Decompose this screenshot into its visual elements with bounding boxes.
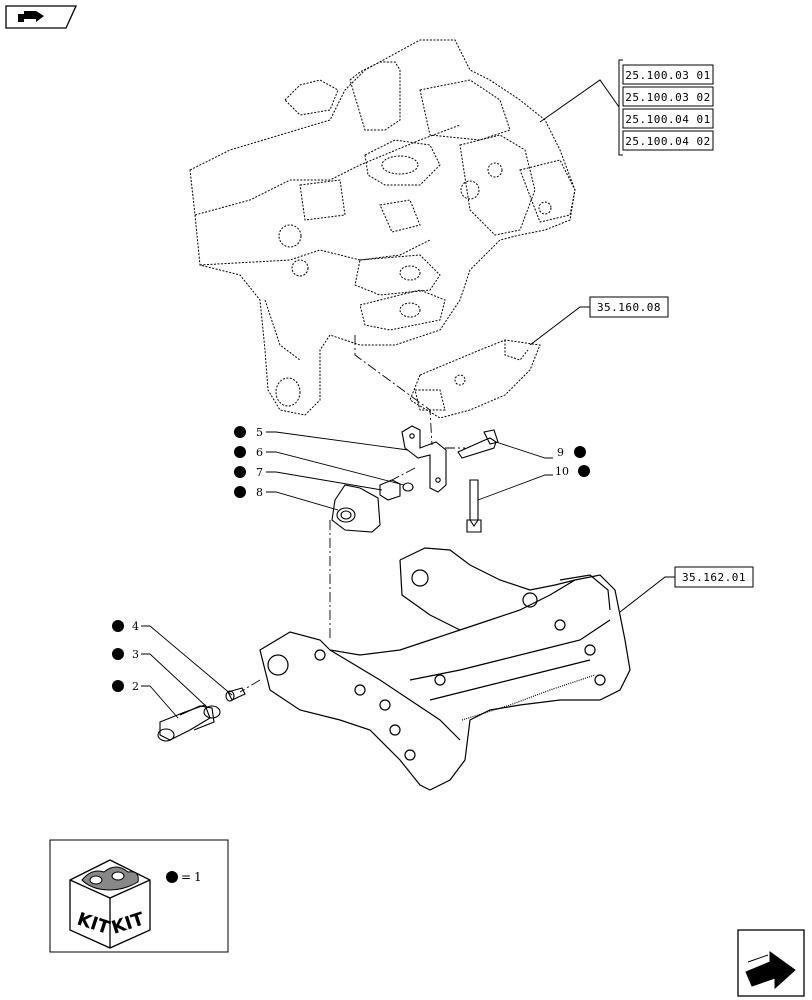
svg-text:6: 6 [256,446,263,459]
book-arrow-icon[interactable] [5,5,78,29]
svg-text:25.100.04 01: 25.100.04 01 [625,113,710,126]
hitch-pin-drawing [157,687,246,742]
callout-9[interactable]: 9 [495,441,586,459]
callout-7[interactable]: 7 [234,466,383,491]
svg-text:25.100.03 02: 25.100.03 02 [625,91,710,104]
front-frame-drawing [189,39,576,416]
reference-box-35-162-01[interactable]: 35.162.01 [619,566,754,613]
kit-bullet [234,446,246,458]
callout-5[interactable]: 5 [234,426,409,451]
kit-bullet [234,486,246,498]
callout-10[interactable]: 10 [477,465,590,501]
svg-text:5: 5 [256,426,263,439]
svg-text:25.100.03 01: 25.100.03 01 [625,69,710,82]
top-reference-group: 25.100.03 01 25.100.03 02 25.100.04 01 2… [539,59,714,156]
svg-text:25.100.04 02: 25.100.04 02 [625,135,710,148]
tow-hitch-drawing [259,547,631,791]
kit-bullet [166,871,178,883]
svg-text:=: = [181,870,191,884]
callout-6[interactable]: 6 [234,446,405,486]
assembly-axis-lines [239,335,465,693]
next-page-arrow-icon[interactable] [737,929,805,997]
kit-bullet [112,620,124,632]
svg-text:35.162.01: 35.162.01 [682,571,746,584]
callout-2[interactable]: 2 [112,680,179,719]
svg-text:7: 7 [256,466,263,479]
svg-text:10: 10 [555,465,569,478]
reference-box-25-100-04-01[interactable]: 25.100.04 01 [622,108,714,129]
svg-text:1: 1 [194,870,202,884]
callout-8[interactable]: 8 [234,486,339,511]
guard-bracket-drawing [409,339,541,419]
kit-box-icon: KIT KIT [69,859,151,949]
kit-bullet [112,648,124,660]
svg-text:3: 3 [132,648,139,661]
reference-box-35-160-08[interactable]: 35.160.08 [529,296,669,346]
svg-text:35.160.08: 35.160.08 [597,301,661,314]
callout-4[interactable]: 4 [112,620,233,696]
reference-box-25-100-04-02[interactable]: 25.100.04 02 [622,130,714,151]
kit-bullet [112,680,124,692]
svg-text:8: 8 [256,486,263,499]
kit-bullet [578,465,590,477]
reference-box-25-100-03-01[interactable]: 25.100.03 01 [622,64,714,85]
callout-3[interactable]: 3 [112,648,209,709]
svg-text:2: 2 [132,680,139,693]
bracket-assembly-drawing [331,425,499,533]
svg-text:9: 9 [557,446,564,459]
kit-bullet [234,426,246,438]
svg-text:4: 4 [132,620,139,633]
kit-bullet [574,446,586,458]
kit-bullet [234,466,246,478]
reference-box-25-100-03-02[interactable]: 25.100.03 02 [622,86,714,107]
kit-legend: KIT KIT = 1 [49,839,229,953]
